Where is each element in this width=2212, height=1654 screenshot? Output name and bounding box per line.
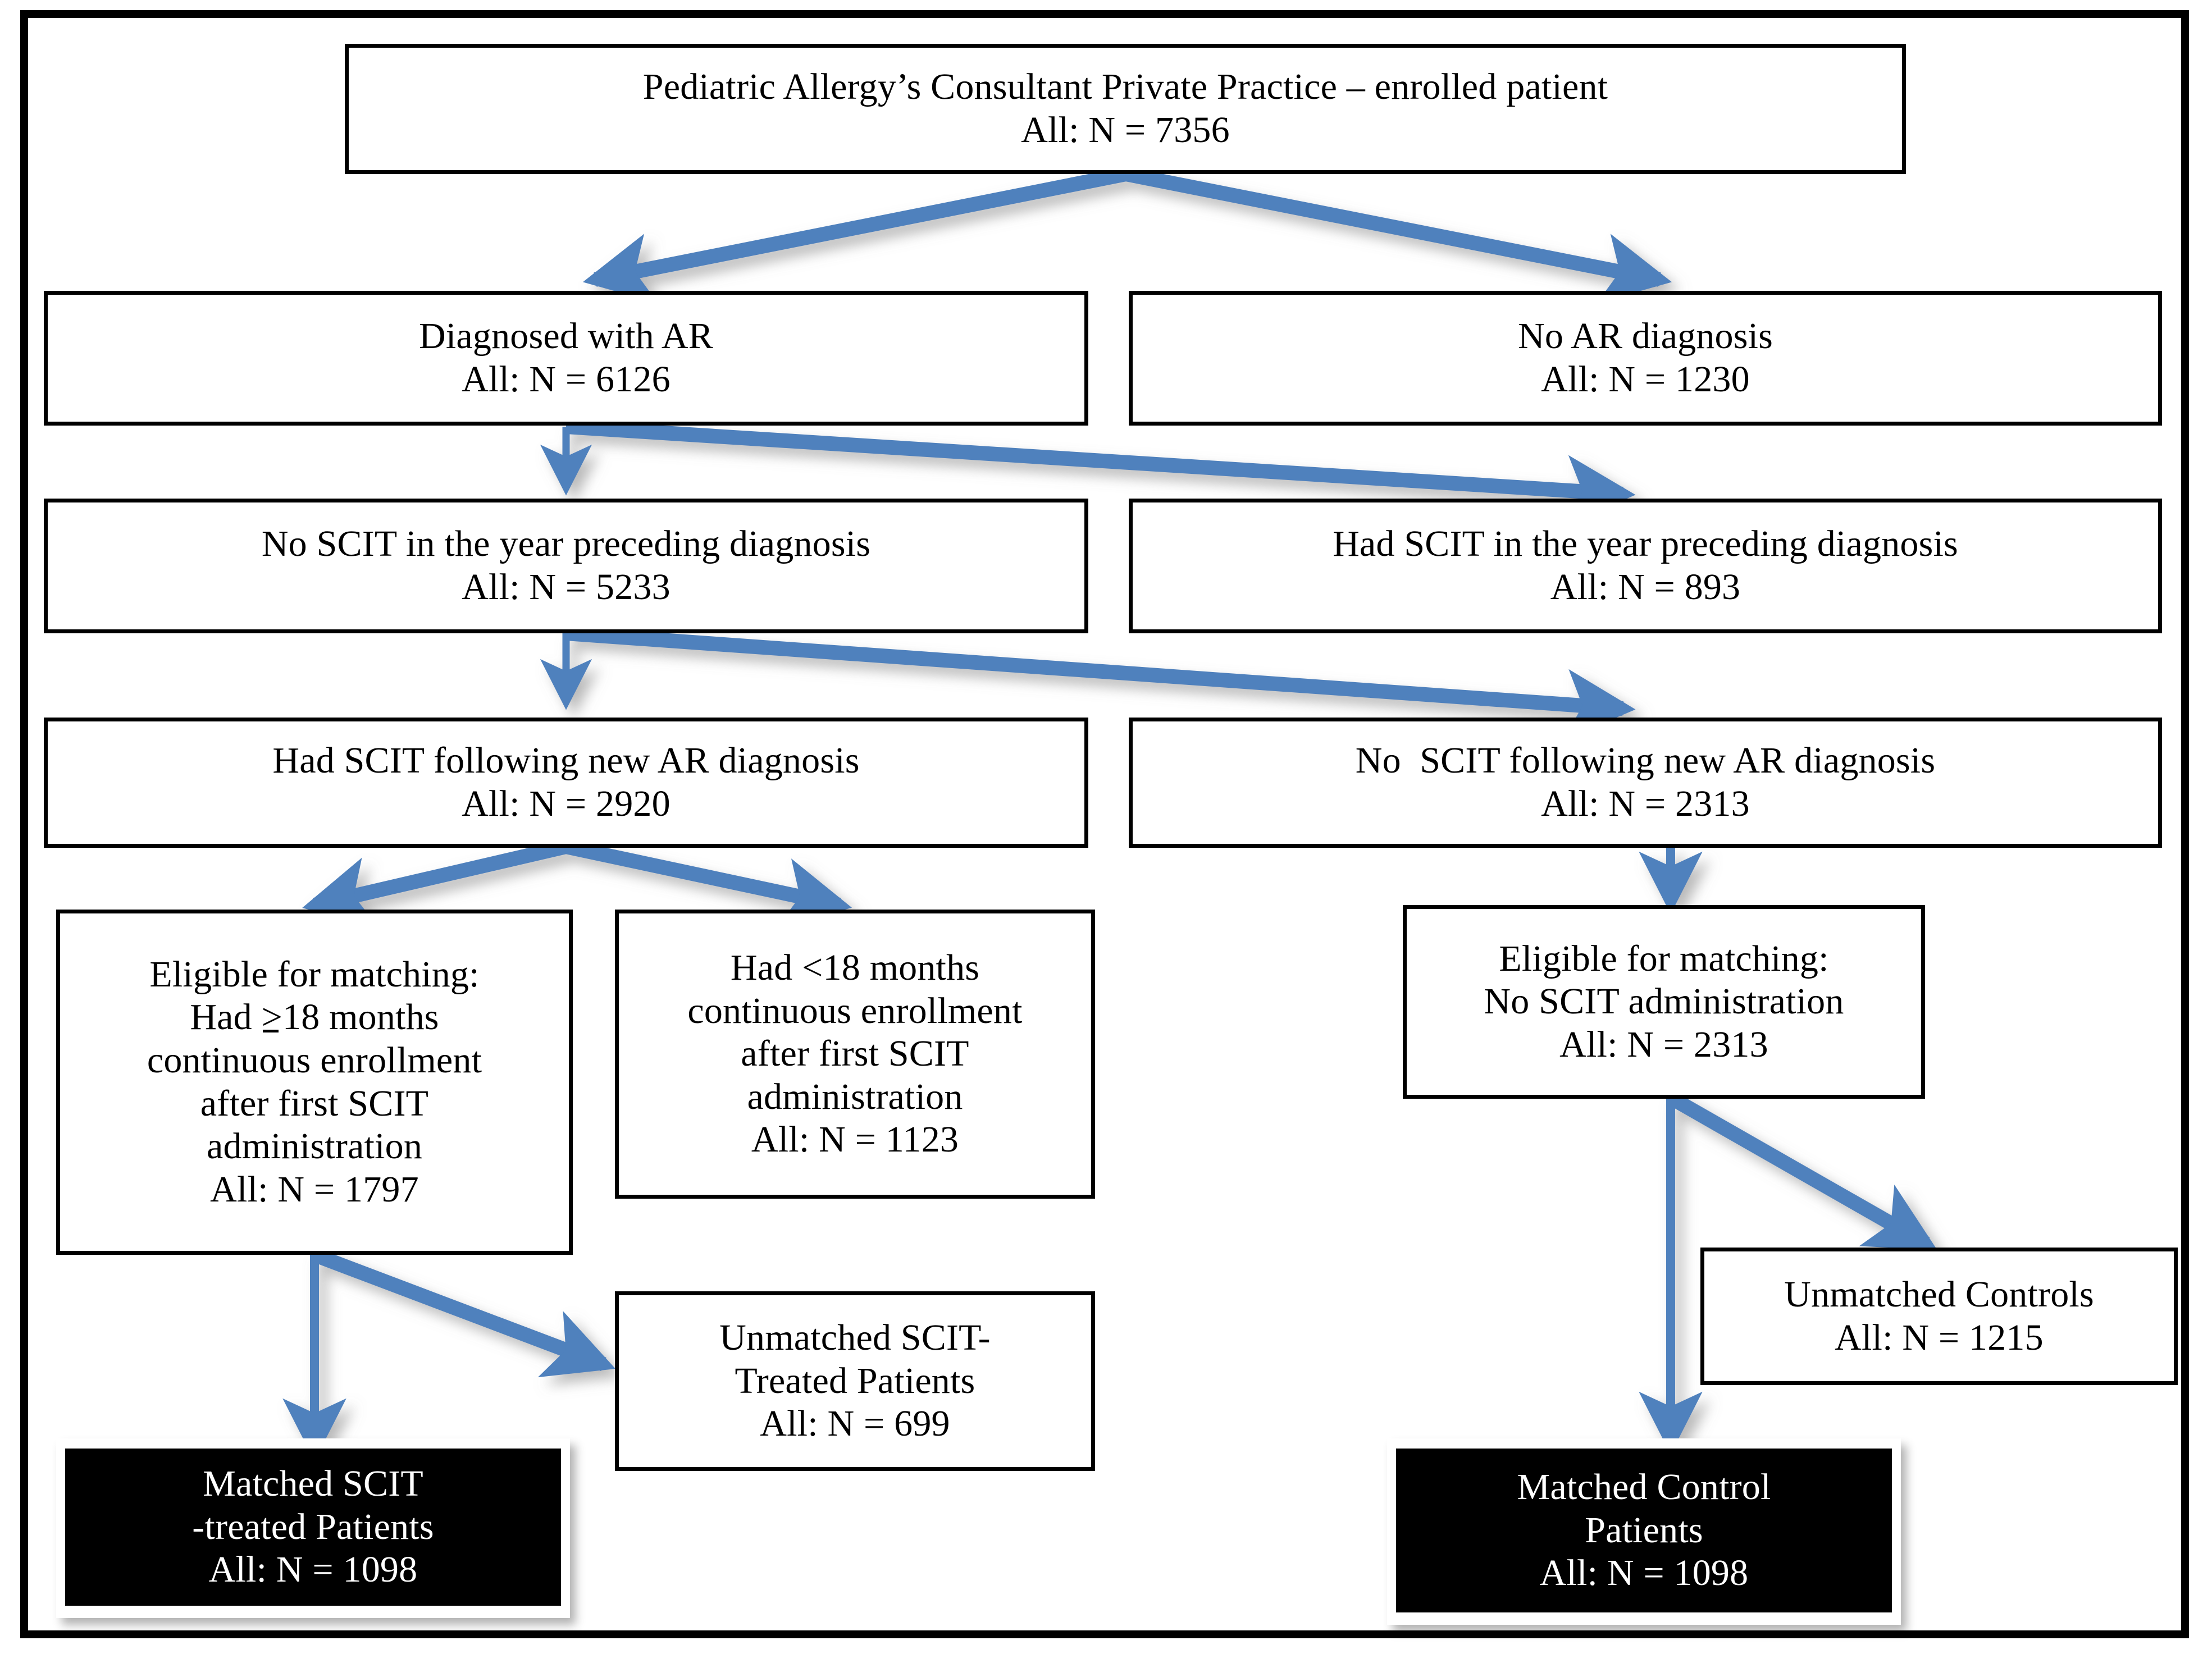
node-matched-scit-line2: -treated Patients	[192, 1506, 434, 1547]
node-eligible-control-line1: Eligible for matching:	[1499, 938, 1829, 979]
node-unmatched-scit: Unmatched SCIT- Treated Patients All: N …	[615, 1291, 1095, 1471]
node-eligible-scit-line6: All: N = 1797	[210, 1168, 419, 1210]
node-no-ar-line1: No AR diagnosis	[1517, 316, 1773, 357]
node-unmatched-controls-line2: All: N = 1215	[1835, 1317, 2044, 1358]
node-matched-scit-inner: Matched SCIT -treated Patients All: N = …	[65, 1449, 561, 1606]
node-had-scit-after-line1: Had SCIT following new AR diagnosis	[272, 740, 860, 782]
node-diagnosed-ar-line1: Diagnosed with AR	[418, 316, 714, 357]
node-had-scit-prior: Had SCIT in the year preceding diagnosis…	[1129, 499, 2162, 633]
node-no-scit-prior-line1: No SCIT in the year preceding diagnosis	[261, 523, 871, 565]
node-matched-control-line3: All: N = 1098	[1539, 1552, 1749, 1594]
node-eligible-control-line3: All: N = 2313	[1559, 1024, 1768, 1065]
node-lt18-line5: All: N = 1123	[751, 1119, 959, 1160]
node-diagnosed-ar: Diagnosed with AR All: N = 6126	[44, 291, 1088, 426]
node-matched-control-line2: Patients	[1585, 1509, 1703, 1551]
node-lt18-line4: administration	[747, 1076, 963, 1117]
node-matched-control: Matched Control Patients All: N = 1098	[1387, 1438, 1901, 1625]
node-matched-scit: Matched SCIT -treated Patients All: N = …	[56, 1438, 570, 1618]
node-matched-scit-line1: Matched SCIT	[203, 1463, 423, 1505]
node-lt18-line3: after first SCIT	[741, 1033, 969, 1075]
node-had-scit-prior-line2: All: N = 893	[1550, 566, 1741, 607]
node-eligible-scit-line2-post: 18 months	[282, 997, 439, 1038]
node-eligible-scit-line5: administration	[206, 1126, 423, 1167]
node-eligible-control-line2: No SCIT administration	[1484, 981, 1844, 1022]
node-unmatched-scit-line3: All: N = 699	[760, 1403, 950, 1445]
node-enrolled-line2: All: N = 7356	[1021, 109, 1230, 150]
node-enrolled-line1: Pediatric Allergy’s Consultant Private P…	[642, 66, 1608, 108]
node-no-scit-prior: No SCIT in the year preceding diagnosis …	[44, 499, 1088, 633]
node-unmatched-controls-line1: Unmatched Controls	[1784, 1273, 2094, 1315]
node-eligible-scit-line1: Eligible for matching:	[149, 953, 480, 995]
node-eligible-scit-line2: Had >18 months	[190, 996, 439, 1039]
node-no-scit-prior-line2: All: N = 5233	[462, 566, 671, 607]
node-had-scit-after-line2: All: N = 2920	[462, 783, 671, 824]
node-no-scit-after-line2: All: N = 2313	[1541, 783, 1750, 824]
node-diagnosed-ar-line2: All: N = 6126	[462, 359, 671, 400]
node-had-scit-prior-line1: Had SCIT in the year preceding diagnosis	[1333, 523, 1958, 565]
node-lt18: Had <18 months continuous enrollment aft…	[615, 910, 1095, 1199]
node-lt18-line1: Had <18 months	[730, 947, 980, 989]
node-no-scit-after-line1: No SCIT following new AR diagnosis	[1355, 740, 1936, 782]
node-no-ar-line2: All: N = 1230	[1541, 359, 1750, 400]
node-eligible-scit: Eligible for matching: Had >18 months co…	[56, 910, 573, 1255]
greater-or-equal-glyph: >	[261, 997, 282, 1038]
node-matched-scit-line3: All: N = 1098	[208, 1549, 418, 1591]
node-matched-control-line1: Matched Control	[1517, 1466, 1771, 1508]
node-eligible-control: Eligible for matching: No SCIT administr…	[1403, 905, 1925, 1099]
node-lt18-line2: continuous enrollment	[687, 990, 1023, 1031]
node-eligible-scit-line3: continuous enrollment	[147, 1039, 482, 1081]
node-eligible-scit-line4: after first SCIT	[200, 1082, 429, 1124]
node-eligible-scit-line2-pre: Had	[190, 997, 262, 1038]
node-had-scit-after: Had SCIT following new AR diagnosis All:…	[44, 718, 1088, 848]
node-unmatched-scit-line2: Treated Patients	[735, 1360, 975, 1401]
node-no-ar: No AR diagnosis All: N = 1230	[1129, 291, 2162, 426]
node-unmatched-controls: Unmatched Controls All: N = 1215	[1700, 1248, 2178, 1385]
node-unmatched-scit-line1: Unmatched SCIT-	[719, 1317, 991, 1359]
node-enrolled: Pediatric Allergy’s Consultant Private P…	[345, 44, 1906, 174]
node-no-scit-after: No SCIT following new AR diagnosis All: …	[1129, 718, 2162, 848]
node-matched-control-inner: Matched Control Patients All: N = 1098	[1396, 1449, 1892, 1612]
